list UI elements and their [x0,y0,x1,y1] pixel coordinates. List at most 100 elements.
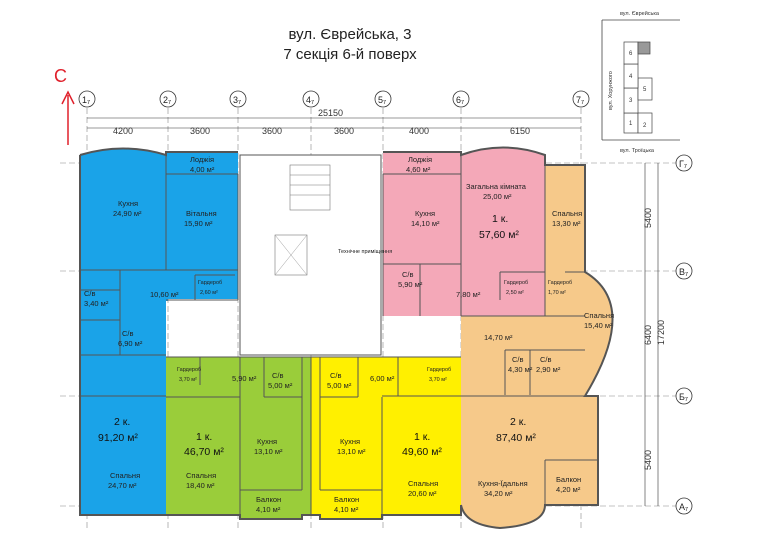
apartment-blue [80,148,238,515]
keyplan-street-bottom: вул. Троїцька [620,148,655,154]
bed-blue-label: Спальня [110,471,140,480]
gard-or-area: 1,70 м² [548,290,566,296]
axis-3: 3₇ [233,95,241,105]
dim-2: 3600 [190,126,210,136]
labels-blue: Лоджія 4,00 м² Кухня 24,90 м² Вітальня 1… [84,155,222,490]
lodzh-right-area: 4,60 м² [406,165,431,174]
kitchen-pink-label: Кухня [415,209,435,218]
vital-label: Вітальня [186,209,217,218]
cv-pink-area: 5,90 м² [398,280,423,289]
labels-green: Гардероб 3,70 м² 5,90 м² С/в 5,00 м² 1 к… [177,367,293,514]
stair-core [239,154,382,356]
axis-4: 4₇ [306,95,314,105]
lodzh-right-label: Лоджія [408,155,432,164]
axis-bubbles-right: Г₇ В₇ Б₇ А₇ [675,154,693,515]
kitchen-gr-area: 13,10 м² [254,447,283,456]
cv-or1-area: 4,30 м² [508,365,533,374]
bed-ye-label: Спальня [408,479,438,488]
dim-r1: 5400 [643,208,653,228]
apt-blue-area: 91,20 м² [98,432,138,444]
cv-or2-area: 2,90 м² [536,365,561,374]
cv-gr-label: С/в [272,371,284,380]
gard-gr-area: 3,70 м² [179,377,197,383]
tech-label: Технічне приміщення [338,249,392,255]
hall-gr-area: 5,90 м² [232,374,257,383]
axis-bubbles-top: 1₇ 2₇ 3₇ 4₇ 5₇ 6₇ 7₇ [78,90,590,108]
bed-or2-area: 15,40 м² [584,321,613,330]
labels-pink: Лоджія 4,60 м² Загальна кімната 25,00 м²… [398,155,528,299]
key-plan: вул. Єврейська вул. Хорунжого вул. Троїц… [601,10,680,154]
labels-orange: Спальня 13,30 м² Гардероб 1,70 м² Спальн… [478,209,614,498]
apartment-orange [461,165,613,528]
keyplan-sec-3: 3 [629,98,633,104]
bed-gr-area: 18,40 м² [186,481,215,490]
cv-or2-label: С/в [540,355,552,364]
balk-ye-area: 4,10 м² [334,505,359,514]
gard-or-label: Гардероб [548,280,572,286]
north-letter: С [54,66,67,86]
gard-pink-area: 2,50 м² [506,290,524,296]
axis-2: 2₇ [163,95,171,105]
outer-walls [79,146,614,530]
keyplan-sec-5: 5 [643,87,647,93]
apt-blue-rooms: 2 к. [114,416,130,428]
dim-6: 6150 [510,126,530,136]
cv-or1-label: С/в [512,355,524,364]
dim-1: 4200 [113,126,133,136]
bed-gr-label: Спальня [186,471,216,480]
kitchen-blue-area: 24,90 м² [113,209,142,218]
page-title: вул. Єврейська, 3 [288,26,412,43]
dim-4: 3600 [334,126,354,136]
apt-pink-area: 57,60 м² [479,229,519,241]
apt-yellow-rooms: 1 к. [414,431,430,443]
apt-orange-rooms: 2 к. [510,416,526,428]
dim-r2: 6400 [643,325,653,345]
north-arrow-icon [61,90,75,145]
apt-green-rooms: 1 к. [196,431,212,443]
living-pink-area: 25,00 м² [483,192,512,201]
balk-or-label: Балкон [556,475,581,484]
cv-blue1-area: 3,40 м² [84,299,109,308]
keyplan-street-top: вул. Єврейська [620,10,660,17]
apt-pink-rooms: 1 к. [492,213,508,225]
partitions [80,155,598,515]
kitch-or-label: Кухня-Їдальня [478,479,528,488]
kitchen-pink-area: 14,10 м² [411,219,440,228]
dimensions-right: 5400 6400 5400 17200 [643,163,666,506]
gard-pink-label: Гардероб [504,280,528,286]
kitchen-blue-label: Кухня [118,199,138,208]
gard-blue-area: 2,60 м² [200,290,218,296]
axis-v: В₇ [679,267,688,277]
dim-r-total: 17200 [656,320,666,345]
bed-or1-area: 13,30 м² [552,219,581,228]
gard-blue-label: Гардероб [198,280,222,286]
apt-orange-area: 87,40 м² [496,432,536,444]
cv-ye-label: С/в [330,371,342,380]
apt-green-area: 46,70 м² [184,446,224,458]
keyplan-sec-1: 1 [629,121,633,127]
keyplan-street-left: вул. Хорунжого [608,71,614,110]
cv-pink-label: С/в [402,270,414,279]
apartment-pink [383,147,545,316]
balk-or-area: 4,20 м² [556,485,581,494]
cv-blue2-label: С/в [122,329,134,338]
vital-area: 15,90 м² [184,219,213,228]
cv-blue1-label: С/в [84,289,96,298]
apt-yellow-area: 49,60 м² [402,446,442,458]
balk-ye-label: Балкон [334,495,359,504]
kitchen-ye-label: Кухня [340,437,360,446]
keyplan-sec-2: 2 [643,123,647,129]
dim-r3: 5400 [643,450,653,470]
cv-gr-area: 5,00 м² [268,381,293,390]
labels-yellow: С/в 5,00 м² 6,00 м² Гардероб 3,70 м² Кух… [327,367,451,514]
bed-or1-label: Спальня [552,209,582,218]
balk-gr-label: Балкон [256,495,281,504]
axis-7: 7₇ [576,95,584,105]
hall-pink-area: 7,80 м² [456,290,481,299]
apartment-yellow [311,357,461,519]
dim-5: 4000 [409,126,429,136]
axis-a: А₇ [679,502,688,512]
gard-ye-label: Гардероб [427,367,451,373]
axis-5: 5₇ [378,95,386,105]
kitchen-gr-label: Кухня [257,437,277,446]
